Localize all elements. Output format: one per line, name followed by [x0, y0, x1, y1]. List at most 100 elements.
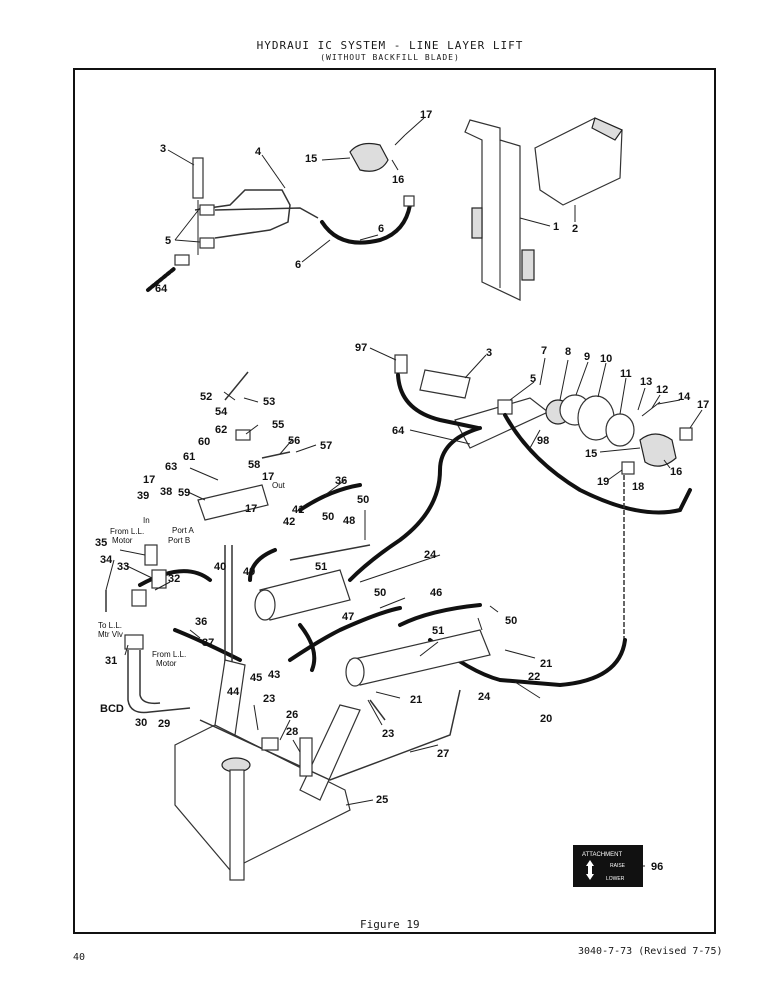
- part-30-pipe: [139, 650, 161, 705]
- callout-29: 29: [158, 718, 170, 730]
- callout-30: 30: [135, 717, 147, 729]
- callout-7: 7: [541, 345, 547, 357]
- document-number: 3040-7-73 (Revised 7-75): [578, 946, 723, 957]
- hose-routing: [138, 373, 692, 688]
- callout-12: 12: [656, 384, 668, 396]
- callout-2: 2: [572, 223, 578, 235]
- callout-46: 46: [430, 587, 442, 599]
- part-47-hose: [288, 606, 402, 662]
- callout-14: 14: [678, 391, 691, 403]
- callout-3: 3: [486, 347, 492, 359]
- part-32-hose: [138, 569, 212, 587]
- callout-38: 38: [160, 486, 172, 498]
- part-97-elbow: [394, 354, 408, 374]
- callout-50: 50: [505, 615, 517, 627]
- hose-end-fitting: [403, 195, 415, 207]
- part-36-hose-top: [298, 483, 362, 512]
- callout-20: 20: [540, 713, 552, 725]
- callout-3: 3: [160, 143, 166, 155]
- part-3-tube-mid: [419, 369, 471, 399]
- bracket-plate-2: [521, 249, 535, 281]
- cylinders: [254, 544, 491, 721]
- callout-55: 55: [272, 419, 284, 431]
- callout-labels: 3 4 5 15 16 17 6 6 64 1 2 97 3 5 7 8 9 1…: [95, 109, 709, 873]
- callout-32: 32: [168, 573, 180, 585]
- callout-1: 1: [553, 221, 559, 233]
- bracket-and-cover: [464, 117, 623, 301]
- label-in: In: [143, 516, 150, 525]
- decal-line-1: ATTACHMENT: [582, 852, 622, 858]
- part-6-hose: [320, 203, 412, 245]
- callout-36: 36: [195, 616, 207, 628]
- part-98-hose-left: [348, 426, 482, 582]
- cover-top: [591, 117, 623, 141]
- callout-42: 42: [283, 516, 295, 528]
- decal-line-3: LOWER: [606, 876, 625, 882]
- callout-56: 56: [288, 435, 300, 447]
- callout-43: 43: [268, 669, 280, 681]
- callout-17: 17: [143, 474, 155, 486]
- label-from-ll-motor-1a: From L.L.: [110, 527, 144, 536]
- callout-5: 5: [165, 235, 171, 247]
- callout-98: 98: [537, 435, 549, 447]
- callout-4: 4: [255, 146, 262, 158]
- part-1-bracket: [464, 119, 521, 301]
- callout-15: 15: [585, 448, 597, 460]
- part-14-bolt: [641, 401, 661, 417]
- figure-caption: Figure 19: [360, 918, 420, 931]
- callout-45: 45: [250, 672, 262, 684]
- label-from-ll-motor-1b: Motor: [112, 536, 133, 545]
- label-to-ll: To L.L.: [98, 621, 122, 630]
- callout-10: 10: [600, 353, 612, 365]
- callout-39: 39: [137, 490, 149, 502]
- callout-19: 19: [597, 476, 609, 488]
- callout-27: 27: [437, 748, 449, 760]
- callout-37: 37: [202, 637, 214, 649]
- part-5-mid-fitting: [497, 399, 513, 415]
- tee-fitting: [131, 589, 147, 607]
- part-17-top: [394, 134, 406, 146]
- part-15-pump-top: [349, 142, 389, 172]
- part-29-pipe: [127, 650, 191, 714]
- callout-53: 53: [263, 396, 275, 408]
- callout-50: 50: [322, 511, 334, 523]
- decal-arrow-icon: [586, 860, 594, 880]
- part-49-hose: [248, 548, 277, 582]
- callout-51: 51: [432, 625, 444, 637]
- callout-6: 6: [378, 223, 384, 235]
- part-18-fitting: [621, 461, 635, 475]
- callout-47: 47: [342, 611, 354, 623]
- callout-16: 16: [392, 174, 404, 186]
- part-11-gasket: [605, 413, 635, 447]
- callout-18: 18: [632, 481, 644, 493]
- pivot-shaft: [229, 769, 245, 881]
- callout-8: 8: [565, 346, 571, 358]
- frame-upright-left: [214, 659, 246, 736]
- decal-plate: [573, 845, 643, 887]
- part-17-elbow-mid: [679, 427, 693, 441]
- part-96-decal: ATTACHMENT RAISE LOWER: [573, 845, 643, 887]
- part-21-pin: [369, 699, 386, 721]
- page-number: 40: [73, 952, 86, 963]
- boom-frame: [174, 659, 461, 881]
- label-from-ll-motor-2b: Motor: [156, 659, 177, 668]
- callout-23: 23: [263, 693, 275, 705]
- callout-21: 21: [410, 694, 422, 706]
- part-3-top: [192, 157, 204, 199]
- callout-59: 59: [178, 487, 190, 499]
- callout-13: 13: [640, 376, 652, 388]
- callout-34: 34: [100, 554, 113, 566]
- part-5-fitting-a: [199, 204, 215, 216]
- part-98-hose: [503, 413, 692, 515]
- part-46-hose: [398, 603, 482, 627]
- callout-64: 64: [155, 283, 168, 295]
- part-38-valve-block: [197, 484, 269, 521]
- part-56-pin: [261, 451, 291, 459]
- figure-frame: [73, 68, 716, 934]
- pump-group: [394, 354, 693, 475]
- port-annotations: In Out From L.L. Motor Port A Port B To …: [98, 481, 286, 715]
- part-26-pin: [261, 737, 279, 751]
- part-28-pin: [299, 737, 313, 777]
- callout-15: 15: [305, 153, 317, 165]
- page-title: HYDRAUI IC SYSTEM - LINE LAYER LIFT: [256, 39, 524, 52]
